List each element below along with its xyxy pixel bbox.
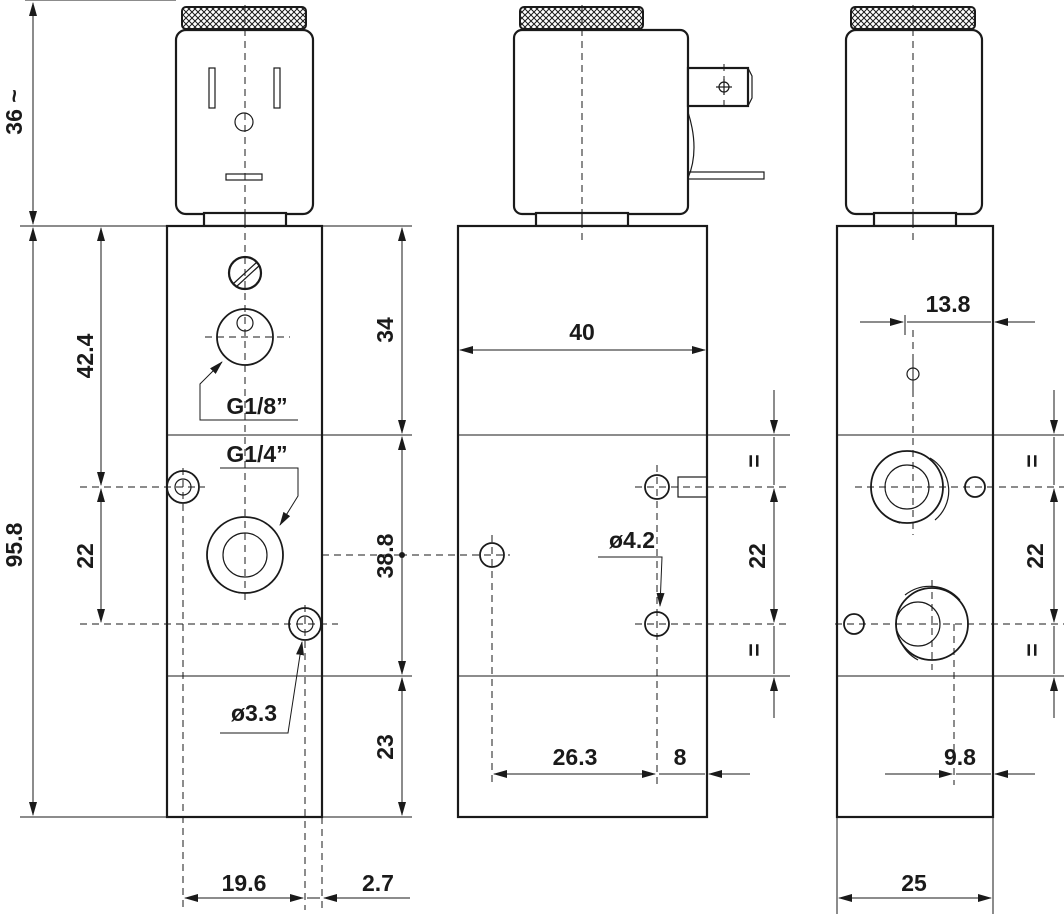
equal-mark-front-top: =	[741, 454, 767, 467]
dim-edge-right: 9.8	[944, 744, 976, 770]
front-view: 40 22 = = 26.3 8 ø4.2	[400, 5, 790, 819]
valve-body-front	[456, 224, 709, 819]
coil-housing-front	[512, 28, 690, 216]
dim-middle-block: 38.8	[372, 533, 398, 578]
dim-port-spacing-side: 22	[744, 543, 770, 569]
callout-mount-hole-large: ø4.2	[609, 527, 655, 553]
hole-front-middle	[479, 542, 505, 568]
middle-dimensions: 34 38.8 23	[322, 225, 412, 818]
dim-lower-block: 23	[372, 734, 398, 760]
dim-top-section: 42.4	[72, 333, 98, 378]
dim-width-front: 40	[569, 319, 595, 345]
dim-overall-height: 95.8	[1, 522, 27, 567]
dim-upper-block: 34	[372, 317, 398, 343]
dim-offset-front: 26.3	[553, 744, 598, 770]
knurled-nut	[181, 6, 307, 30]
callout-mount-hole-small: ø3.3	[231, 700, 277, 726]
hole-front-upper	[644, 474, 670, 500]
dim-hole-pos-left: 19.6	[222, 870, 267, 896]
dim-edge-front: 8	[674, 744, 687, 770]
equal-mark-right-top: =	[1019, 454, 1045, 467]
dim-port-spacing-left: 22	[72, 543, 98, 569]
dim-edge-left: 2.7	[362, 870, 394, 896]
equal-mark-front-bottom: =	[741, 643, 767, 656]
callout-pilot-port: G1/8”	[226, 393, 287, 419]
equal-mark-right-bottom: =	[1019, 643, 1045, 656]
dim-port-spacing-right: 22	[1022, 543, 1048, 569]
callout-main-port: G1/4”	[226, 441, 287, 467]
right-view: 13.8 22 = = 9.8 25	[835, 5, 1064, 914]
coil-housing-right	[844, 28, 984, 216]
dim-coil-height: 36 ~	[1, 89, 27, 134]
dim-hole-offset-right: 13.8	[926, 291, 971, 317]
left-view: 36 ~ 95.8 42.4 22 19.6 2.7 G1/8” G1/4” ø…	[1, 0, 410, 910]
dim-depth-right: 25	[901, 870, 927, 896]
